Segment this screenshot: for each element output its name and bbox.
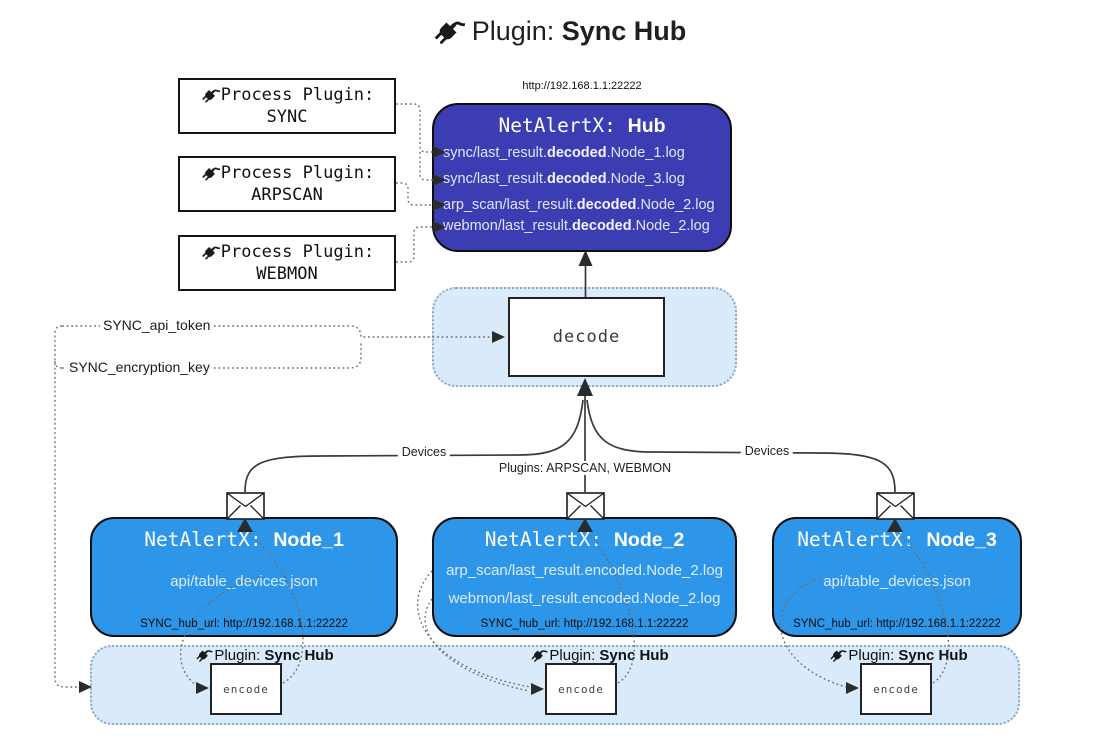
process-plugin-sync-box: Process Plugin: SYNC xyxy=(178,78,396,134)
node-title: NetAlertX: Node_2 xyxy=(484,528,685,551)
edge-config-corner xyxy=(54,360,63,369)
page-title-bold: Sync Hub xyxy=(561,15,687,46)
edge-sync-to-hub xyxy=(396,103,433,153)
plug-icon xyxy=(828,646,847,664)
node-line: webmon/last_result.encoded.Node_2.log xyxy=(448,590,721,607)
node-line: arp_scan/last_result.encoded.Node_2.log xyxy=(446,562,723,579)
band-plugin-label: Plugin: Sync Hub xyxy=(529,646,669,664)
node-hub-url: SYNC_hub_url: http://192.168.1.1:22222 xyxy=(793,618,1001,630)
plug-icon xyxy=(200,242,220,262)
node-line: api/table_devices.json xyxy=(823,573,971,590)
process-plugin-webmon-box: Process Plugin: WEBMON xyxy=(178,235,396,291)
process-plugin-name: WEBMON xyxy=(256,264,318,284)
encode-box: encode xyxy=(210,663,282,715)
plugins-mid-label: Plugins: ARPSCAN, WEBMON xyxy=(494,461,676,475)
encode-box: encode xyxy=(860,663,932,715)
band-plugin-label: Plugin: Sync Hub xyxy=(194,646,334,664)
decode-box: decode xyxy=(508,297,665,377)
envelope-icon xyxy=(876,492,915,520)
page-title: Plugin: Sync Hub xyxy=(0,14,1117,48)
node-line: api/table_devices.json xyxy=(170,573,318,590)
arrowhead-up xyxy=(578,250,593,266)
plug-icon xyxy=(200,85,220,105)
hub-name: Hub xyxy=(627,115,666,137)
devices-right-label: Devices xyxy=(740,444,794,458)
page-title-prefix: Plugin: xyxy=(471,15,562,46)
node-1-box: NetAlertX: Node_1 api/table_devices.json… xyxy=(90,517,398,637)
plug-icon xyxy=(431,14,465,48)
envelope-icon xyxy=(566,492,605,520)
node-title: NetAlertX: Node_3 xyxy=(797,528,997,551)
sync-encryption-key-label: SYNC_encryption_key xyxy=(66,359,213,375)
node-2-box: NetAlertX: Node_2 arp_scan/last_result.e… xyxy=(432,517,737,637)
node-title: NetAlertX: Node_1 xyxy=(144,528,344,551)
node-hub-url: SYNC_hub_url: http://192.168.1.1:22222 xyxy=(140,618,348,630)
node-3-box: NetAlertX: Node_3 api/table_devices.json… xyxy=(772,517,1022,637)
encode-box: encode xyxy=(545,663,617,715)
hub-box: NetAlertX: Hub sync/last_result.decoded.… xyxy=(432,103,732,252)
process-plugin-label: Process Plugin: xyxy=(220,162,375,183)
envelope-icon xyxy=(226,492,265,520)
plug-icon xyxy=(200,163,220,183)
sync-api-token-label: SYNC_api_token xyxy=(100,317,214,333)
devices-left-label: Devices xyxy=(397,445,451,459)
edge-arpscan-to-hub xyxy=(396,182,433,206)
process-plugin-label: Process Plugin: xyxy=(220,84,375,105)
band-plugin-label: Plugin: Sync Hub xyxy=(828,646,968,664)
process-plugin-name: ARPSCAN xyxy=(251,185,323,205)
hub-title: NetAlertX: Hub xyxy=(434,114,730,138)
hub-log-line: sync/last_result.decoded.Node_1.log xyxy=(443,145,685,161)
plug-icon xyxy=(529,646,548,664)
process-plugin-label: Process Plugin: xyxy=(220,241,375,262)
process-plugin-arpscan-box: Process Plugin: ARPSCAN xyxy=(178,156,396,212)
hub-url: http://192.168.1.1:22222 xyxy=(522,80,642,92)
process-plugin-name: SYNC xyxy=(266,107,308,127)
plug-icon xyxy=(194,646,213,664)
edge-config-to-band xyxy=(54,325,80,688)
hub-log-line: webmon/last_result.decoded.Node_2.log xyxy=(443,218,710,234)
hub-log-line: sync/last_result.decoded.Node_3.log xyxy=(443,171,685,187)
node-hub-url: SYNC_hub_url: http://192.168.1.1:22222 xyxy=(480,618,689,630)
hub-log-line: arp_scan/last_result.decoded.Node_2.log xyxy=(443,197,715,213)
hub-name-prefix: NetAlertX: xyxy=(498,114,628,137)
edge-webmon-to-hub xyxy=(396,226,433,263)
